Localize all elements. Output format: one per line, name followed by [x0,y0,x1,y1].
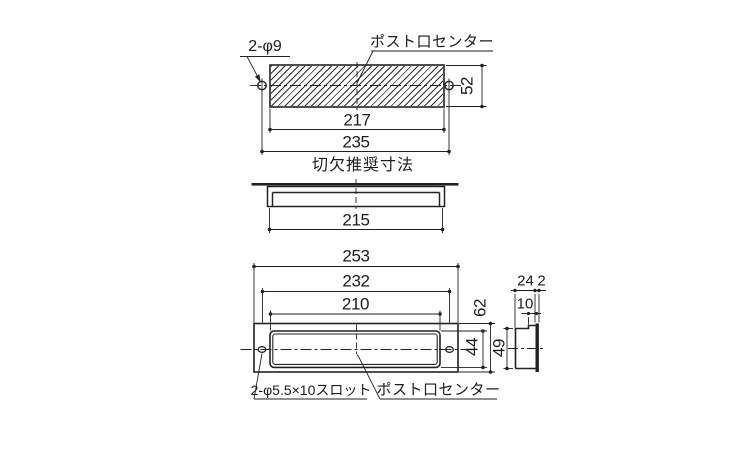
dim-235-lines [261,90,450,155]
dim-52-label: 52 [457,76,477,96]
dim-62-label: 62 [470,298,490,317]
top-view-lines [240,50,493,155]
dim-232-lines [262,288,450,323]
post-center-label-front: ポスト口センター [376,381,501,399]
post-center-leader-front [357,354,497,400]
dim-217-label: 217 [343,110,371,129]
dim-210-lines [270,310,441,331]
dim-44-label: 44 [462,337,481,357]
front-view-lines [240,263,497,400]
hole-spec-leader [240,56,290,81]
dim-235-label: 235 [342,132,370,151]
dim-24-label: 24 [517,272,534,289]
screw-hole-icon [257,78,267,93]
dim-52-lines [446,65,487,107]
post-center-leader [356,50,493,84]
dim-232-label: 232 [342,271,370,291]
cutout-view-lines [251,179,459,233]
dim-49-label: 49 [489,338,508,358]
slot-spec-leader [253,353,367,400]
slot-spec-label: 2-φ5.5×10スロット [250,382,372,398]
dim-253-lines [253,263,459,323]
dim-44-lines [441,330,487,368]
post-center-label-top: ポスト口センター [369,33,495,50]
side-view-lines [503,288,546,372]
dim-210-label: 210 [341,294,370,314]
dim-215-label: 215 [342,210,370,229]
dim-10-lines [521,313,541,325]
cutout-view-title: 切欠推奨寸法 [311,157,415,174]
dim-2-label: 2 [537,272,546,289]
screw-hole-icon [444,78,454,93]
leader-arrowhead-icon [254,74,261,83]
dim-10-label: 10 [516,295,534,313]
hole-spec-label: 2-φ9 [248,37,282,55]
dim-253-label: 253 [342,246,370,266]
